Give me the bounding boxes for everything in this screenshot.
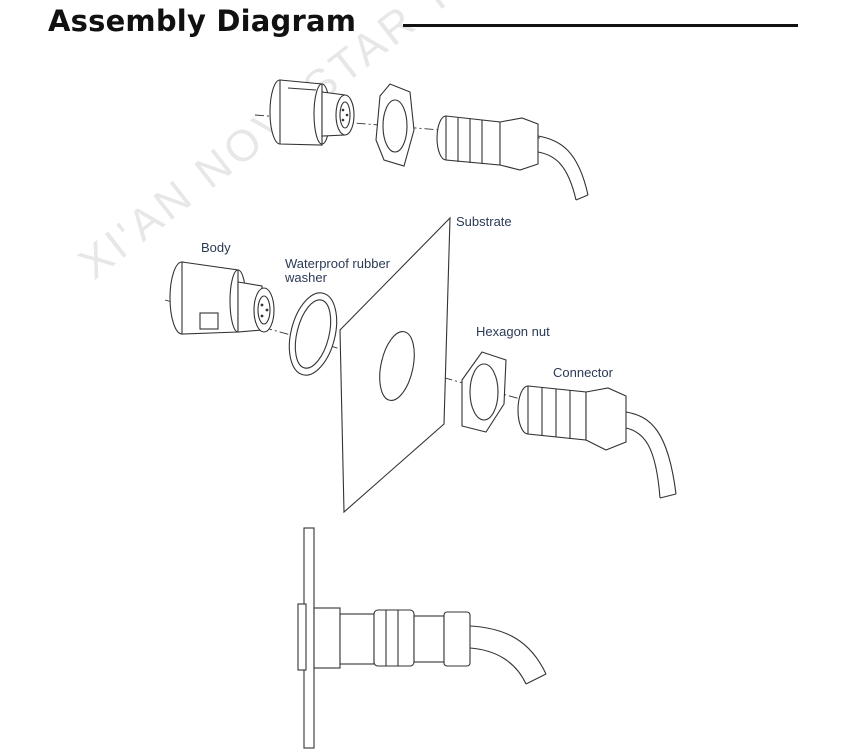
bottom-assembled-view	[297, 527, 547, 749]
hexagon-nut-label: Hexagon nut	[476, 324, 550, 339]
connector-label: Connector	[553, 365, 613, 380]
page-title: Assembly Diagram	[48, 4, 357, 38]
top-connector	[436, 115, 589, 201]
hexagon-nut-part	[461, 351, 507, 433]
top-exploded-assembly	[254, 79, 589, 201]
top-body	[269, 79, 355, 146]
body-part	[169, 261, 275, 335]
middle-exploded-assembly	[164, 216, 677, 514]
washer-label-line1: Waterproof rubber	[285, 256, 391, 271]
body-label: Body	[201, 240, 231, 255]
top-hex-nut	[375, 83, 415, 167]
connector-part	[517, 385, 677, 499]
rubber-washer	[288, 292, 338, 376]
substrate-plate	[339, 216, 451, 514]
substrate-label: Substrate	[456, 214, 512, 229]
washer-label-line2: washer	[285, 270, 327, 285]
title-divider	[403, 24, 798, 27]
